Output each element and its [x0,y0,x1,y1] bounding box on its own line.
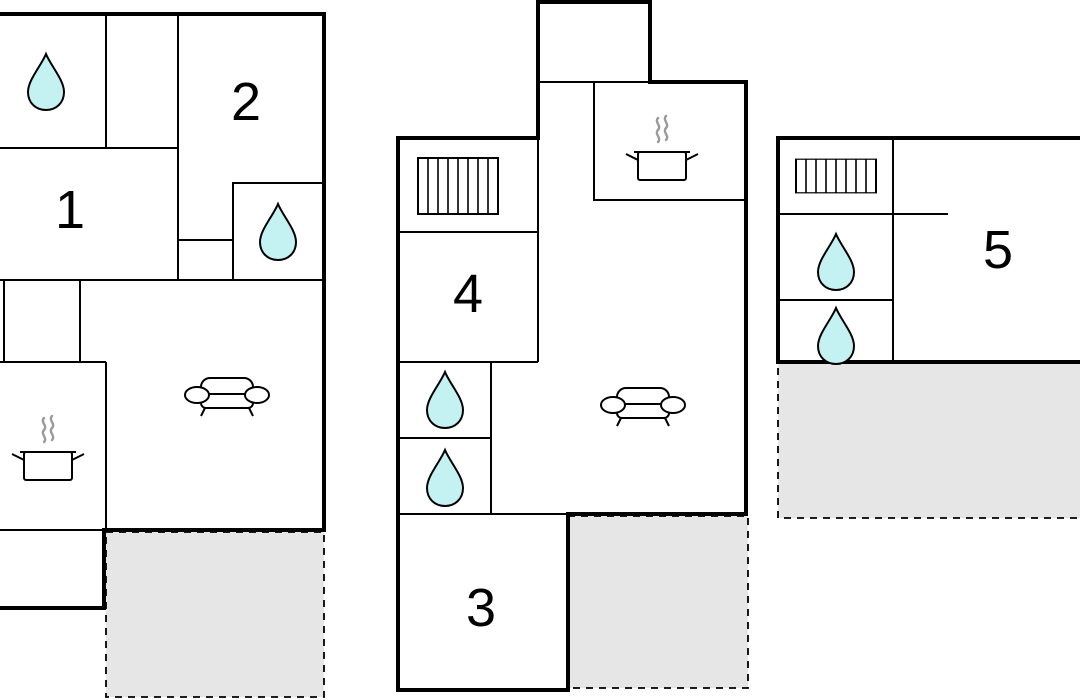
right-outer-wall [776,136,1080,364]
middle-outer-wall [396,0,748,692]
cooking-pot-icon [624,114,700,182]
left-building: 1 2 [0,12,326,698]
radiator-icon [417,157,499,215]
radiator-icon [795,158,877,194]
water-drop-icon [426,371,464,429]
room-number-3: 3 [466,578,496,638]
room-number-1: 1 [55,180,85,240]
water-drop-icon [817,233,855,291]
water-drop-icon [259,203,297,261]
right-terrace [777,362,1080,519]
room-number-4: 4 [453,264,483,324]
cooking-pot-icon [10,414,86,482]
water-drop-icon [426,449,464,507]
room-number-5: 5 [983,220,1013,280]
room-number-2: 2 [231,72,261,132]
water-drop-icon [817,307,855,365]
water-drop-icon [27,53,65,111]
middle-terrace [567,515,749,689]
left-outer-wall [0,12,326,610]
right-building: 5 [776,136,1080,519]
sofa-icon [184,377,270,417]
left-terrace [105,531,325,698]
middle-building: 4 3 [396,0,749,692]
sofa-icon [600,387,686,427]
